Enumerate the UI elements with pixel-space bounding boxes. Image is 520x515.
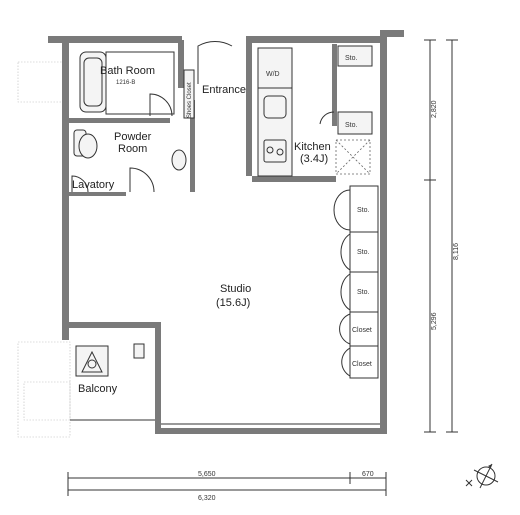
- storage-top-2-label: Sto.: [345, 122, 358, 129]
- dim-6320: 6,320: [198, 495, 216, 502]
- right-storage-column: [333, 185, 379, 379]
- kitchen-label: Kitchen: [294, 141, 331, 153]
- bath-code-label: 1216-B: [116, 80, 135, 86]
- air-conditioner-unit: [75, 345, 109, 377]
- right-dimensions: [424, 39, 458, 433]
- entrance-label: Entrance: [202, 84, 246, 96]
- storage-top-1: [337, 45, 373, 67]
- bottom-dimensions: [67, 472, 387, 496]
- sink: [171, 149, 187, 171]
- balcony-label: Balcony: [78, 383, 118, 395]
- meter-box: [133, 343, 145, 359]
- dim-5296: 5,296: [431, 312, 438, 330]
- studio-area-label: (15.6J): [216, 297, 250, 309]
- shoes-closet: [183, 69, 195, 119]
- dim-5650: 5,650: [198, 471, 216, 478]
- kitchen-counter: [257, 87, 293, 177]
- powder-label-1: Powder: [114, 131, 152, 143]
- storage-3-label: Sto.: [357, 289, 370, 296]
- compass-icon: [465, 463, 499, 489]
- wd-label: W/D: [266, 71, 280, 78]
- dim-2820: 2,820: [431, 100, 438, 118]
- storage-top-1-label: Sto.: [345, 55, 358, 62]
- powder-label-2: Room: [118, 143, 147, 155]
- washer-dryer: [257, 47, 293, 89]
- closet-1-label: Closet: [352, 327, 372, 334]
- door-swings: [71, 40, 233, 193]
- storage-door-arc: [319, 111, 335, 125]
- storage-top-2: [337, 111, 373, 135]
- toilet: [73, 129, 98, 159]
- dim-670: 670: [362, 471, 374, 478]
- studio-label: Studio: [220, 283, 251, 295]
- shower-area: [105, 51, 175, 115]
- fridge-space: [335, 139, 371, 175]
- bathtub: [79, 51, 107, 113]
- kitchen-area-label: (3.4J): [300, 153, 328, 165]
- shoes-closet-label: Shoes Closet: [187, 82, 193, 118]
- bath-room-label: Bath Room: [100, 65, 155, 77]
- balcony-railing: [17, 61, 71, 438]
- storage-2-label: Sto.: [357, 249, 370, 256]
- closet-2-label: Closet: [352, 361, 372, 368]
- lavatory-label: Lavatory: [72, 179, 115, 191]
- dim-8116: 8,116: [453, 243, 460, 260]
- outer-walls: [48, 30, 404, 434]
- storage-1-label: Sto.: [357, 207, 370, 214]
